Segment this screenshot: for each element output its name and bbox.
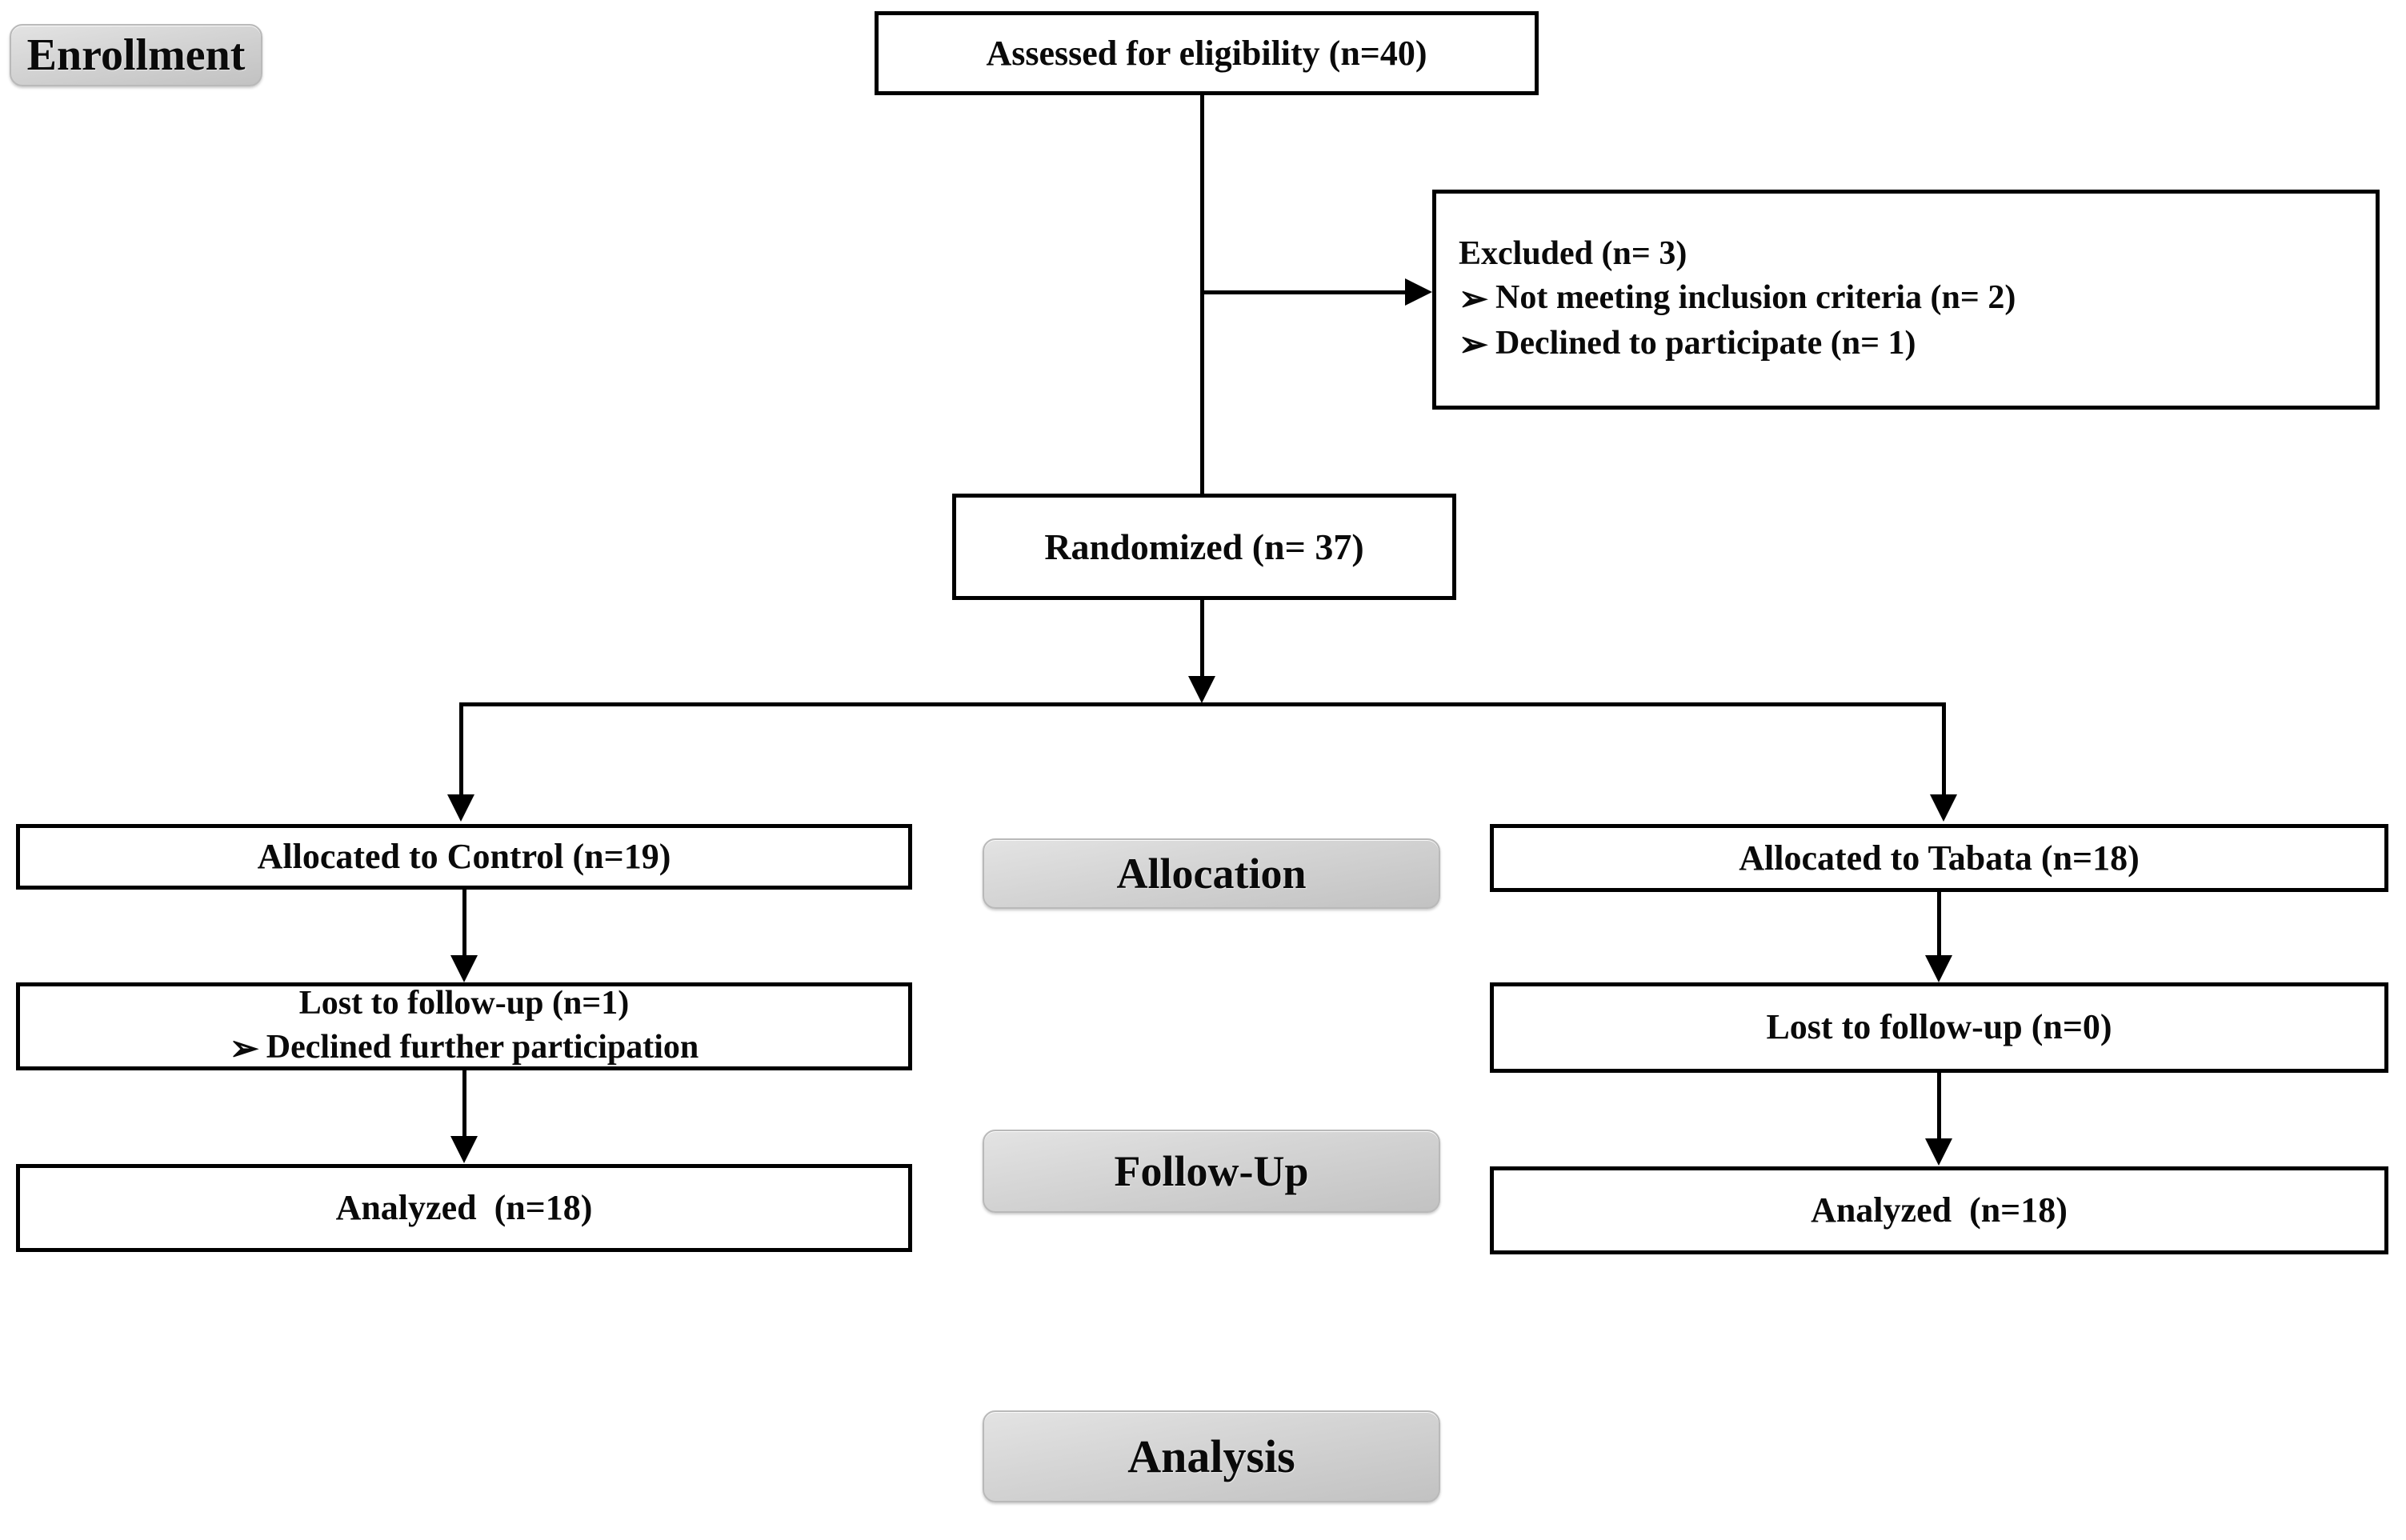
node-lost-tabata: Lost to follow-up (n=0) [1490, 982, 2388, 1073]
node-allocated-tabata-line-1: Allocated to Tabata (n=18) [1739, 838, 2140, 878]
node-allocated-control-line-1: Allocated to Control (n=19) [257, 837, 671, 877]
connector-control-allocation-arrowhead [447, 794, 474, 822]
node-lost-control-heading: Lost to follow-up (n=1) [298, 985, 630, 1022]
stage-label-analysis-text: Analysis [1127, 1430, 1295, 1482]
connector-randomized-stem [1200, 600, 1204, 680]
connector-split-right-drop [1942, 702, 1946, 797]
node-allocated-tabata: Allocated to Tabata (n=18) [1490, 824, 2388, 892]
stage-label-analysis: Analysis [983, 1410, 1440, 1502]
node-allocated-control: Allocated to Control (n=19) [16, 824, 912, 890]
arrow-bullet-icon: ➢ [1459, 324, 1488, 364]
stage-label-enrollment-text: Enrollment [26, 30, 246, 80]
connector-excluded-arrowhead [1405, 278, 1432, 306]
connector-tabata-analysis-arrowhead [1925, 1138, 1952, 1166]
node-lost-control: Lost to follow-up (n=1) ➢ Declined furth… [16, 982, 912, 1070]
connector-control-followup-arrowhead [450, 955, 478, 982]
node-analyzed-tabata-line-1: Analyzed (n=18) [1811, 1190, 2068, 1230]
arrow-bullet-icon: ➢ [229, 1028, 259, 1068]
connector-tabata-allocation-arrowhead [1930, 794, 1957, 822]
node-analyzed-control: Analyzed (n=18) [16, 1164, 912, 1252]
stage-label-allocation: Allocation [983, 838, 1440, 909]
connector-split-left-drop [459, 702, 463, 797]
node-assessed-line-1: Assessed for eligibility (n=40) [986, 33, 1427, 73]
connector-control-allocation-to-followup [462, 890, 466, 958]
node-excluded-bullet-2-text: Declined to participate (n= 1) [1495, 324, 1916, 362]
node-excluded-bullet-1: ➢ Not meeting inclusion criteria (n= 2) [1459, 276, 2376, 322]
node-lost-control-bullet-1: ➢ Declined further participation [230, 1026, 699, 1071]
connector-tabata-followup-to-analysis [1937, 1073, 1941, 1141]
connector-control-analysis-arrowhead [450, 1136, 478, 1163]
arrow-bullet-icon: ➢ [1459, 278, 1488, 318]
node-lost-tabata-line-1: Lost to follow-up (n=0) [1766, 1007, 2112, 1046]
node-randomized-line-1: Randomized (n= 37) [1044, 526, 1364, 567]
node-excluded-bullet-2: ➢ Declined to participate (n= 1) [1459, 322, 2376, 367]
node-lost-control-bullet-1-text: Declined further participation [266, 1028, 699, 1066]
connector-tabata-followup-arrowhead [1925, 955, 1952, 982]
connector-assessed-to-randomized [1200, 95, 1204, 494]
node-analyzed-tabata: Analyzed (n=18) [1490, 1166, 2388, 1254]
node-excluded: Excluded (n= 3) ➢ Not meeting inclusion … [1432, 190, 2380, 410]
node-excluded-heading: Excluded (n= 3) [1459, 235, 1687, 273]
stage-label-enrollment: Enrollment [10, 24, 262, 86]
stage-label-allocation-text: Allocation [1116, 850, 1307, 898]
connector-split-bar [459, 702, 1946, 706]
node-excluded-bullet-1-text: Not meeting inclusion criteria (n= 2) [1495, 278, 2016, 316]
connector-control-followup-to-analysis [462, 1070, 466, 1138]
connector-tabata-allocation-to-followup [1937, 892, 1941, 958]
stage-label-followup: Follow-Up [983, 1130, 1440, 1213]
node-randomized: Randomized (n= 37) [952, 494, 1456, 600]
node-assessed-for-eligibility: Assessed for eligibility (n=40) [875, 11, 1539, 95]
node-analyzed-control-line-1: Analyzed (n=18) [335, 1188, 593, 1228]
connector-randomized-stem-arrowhead [1188, 676, 1215, 703]
connector-assessed-to-excluded [1200, 290, 1410, 294]
stage-label-followup-text: Follow-Up [1114, 1147, 1309, 1195]
